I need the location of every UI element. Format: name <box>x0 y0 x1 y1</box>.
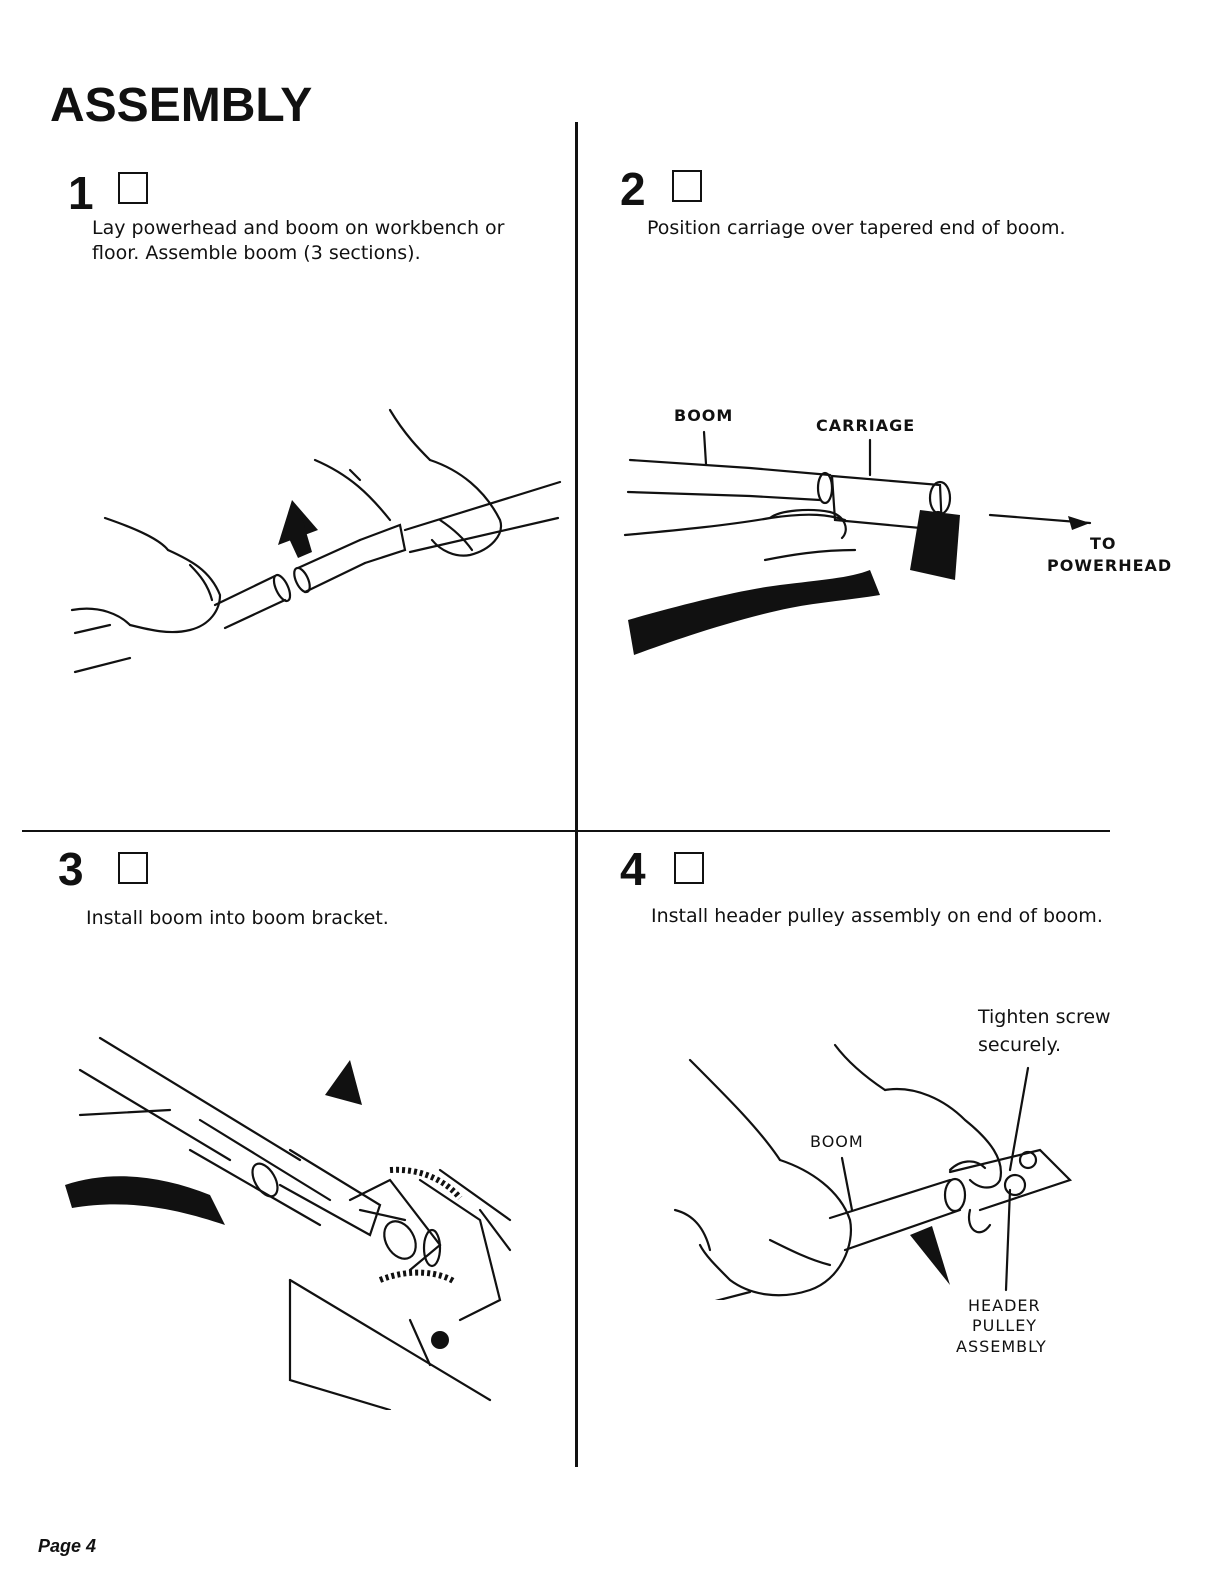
horizontal-divider <box>22 830 1110 832</box>
to-label: TO <box>1090 534 1117 553</box>
step-instruction-line: Position carriage over tapered end of bo… <box>647 217 1066 239</box>
step-number: 1 <box>68 167 94 219</box>
carriage-illustration <box>623 430 1092 655</box>
header-pulley-label: HEADER <box>968 1296 1041 1315</box>
step-checkbox[interactable] <box>672 170 702 202</box>
boom-assembly-illustration <box>70 408 562 674</box>
step-number: 4 <box>620 843 646 895</box>
boom-bracket-illustration <box>65 1036 512 1410</box>
tighten-screw-label: securely. <box>978 1034 1062 1056</box>
step-instruction-line: Lay powerhead and boom on workbench or <box>92 217 505 239</box>
step-checkbox[interactable] <box>118 852 148 884</box>
step-checkbox[interactable] <box>674 852 704 884</box>
step-number: 2 <box>620 163 646 215</box>
step-checkbox[interactable] <box>118 172 148 204</box>
step-instruction-line: floor. Assemble boom (3 sections). <box>92 242 421 264</box>
step-number: 3 <box>58 843 84 895</box>
boom-label: BOOM <box>810 1132 864 1151</box>
page-footer: Page 4 <box>38 1536 97 1556</box>
carriage-label: CARRIAGE <box>816 416 916 435</box>
boom-label: BOOM <box>674 406 734 425</box>
powerhead-label: POWERHEAD <box>1047 556 1173 575</box>
step-instruction-line: Install header pulley assembly on end of… <box>651 905 1103 927</box>
header-pulley-label: ASSEMBLY <box>956 1337 1047 1356</box>
vertical-divider <box>575 122 578 1467</box>
page-title: ASSEMBLY <box>50 79 313 132</box>
step-instruction-line: Install boom into boom bracket. <box>86 907 389 929</box>
header-pulley-label: PULLEY <box>972 1316 1038 1335</box>
header-pulley-illustration <box>673 1043 1073 1300</box>
tighten-screw-label: Tighten screw <box>978 1006 1111 1028</box>
